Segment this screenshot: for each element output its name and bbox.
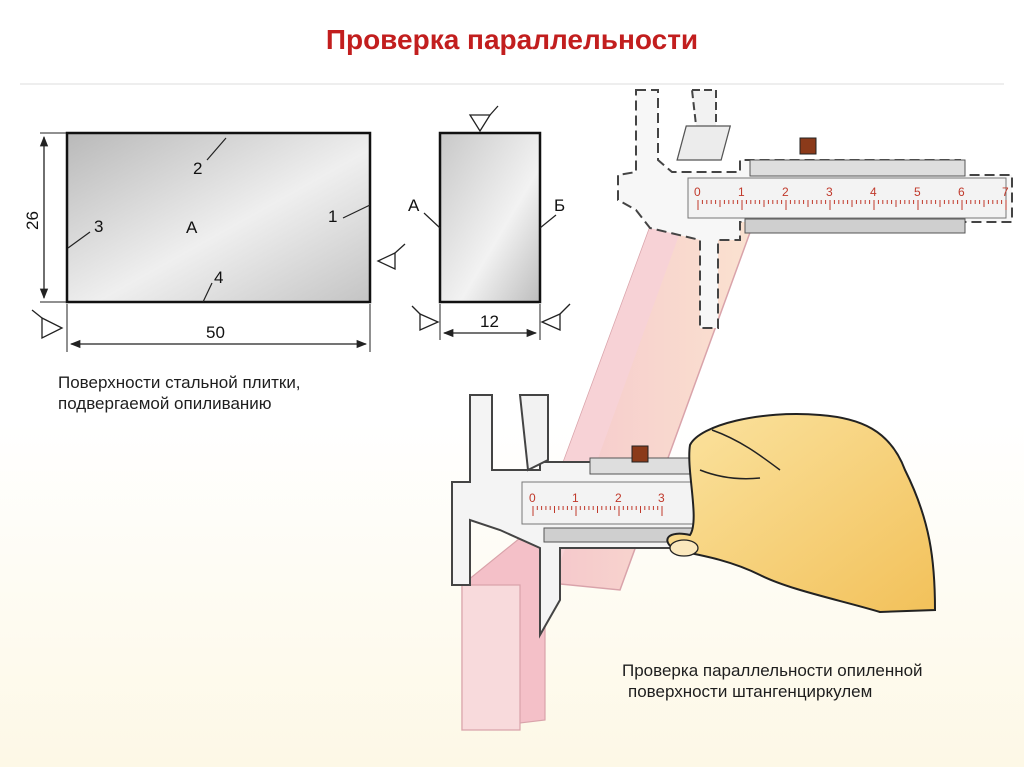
- edge-label-2: 2: [193, 159, 202, 178]
- caliper-upper-depth-block: [676, 125, 732, 161]
- side-label-a: А: [408, 196, 420, 215]
- caliper-upper-ticks: 0 1 2 3 4 5 6 7: [694, 185, 1009, 210]
- upper-scale-label: 5: [914, 185, 921, 199]
- caption-right-line1: Проверка параллельности опиленной: [622, 661, 923, 680]
- width-dimension-value: 50: [206, 323, 225, 342]
- slide-title: Проверка параллельности: [325, 24, 699, 55]
- lower-scale-label: 0: [529, 491, 536, 505]
- lower-scale-label: 3: [658, 491, 665, 505]
- surface-mark-icon: [540, 303, 571, 332]
- caption-left: Поверхности стальной плитки, подвергаемо…: [58, 372, 301, 414]
- upper-scale-label: 4: [870, 185, 877, 199]
- lower-scale-label: 1: [572, 491, 579, 505]
- caliper-upper-vernier: [744, 218, 966, 234]
- surface-mark-icon: [31, 309, 64, 340]
- caliper-upper-slider: [749, 159, 966, 177]
- side-view-plate: [438, 131, 542, 304]
- upper-scale-label: 2: [782, 185, 789, 199]
- hand-shape: [666, 413, 937, 614]
- lower-scale-label: 2: [615, 491, 622, 505]
- lock-screw-icon: [631, 445, 649, 463]
- leader-line-b: [539, 214, 557, 229]
- plate-face-label: А: [186, 218, 198, 237]
- upper-scale-label: 1: [738, 185, 745, 199]
- hand-illustration: [666, 413, 937, 614]
- caption-right-line2: поверхности штангенциркулем: [628, 682, 873, 701]
- upper-scale-label: 7: [1002, 185, 1009, 199]
- leader-line-2: [206, 137, 227, 161]
- side-width-dimension-value: 12: [480, 312, 499, 331]
- leader-line-a: [423, 212, 441, 229]
- caption-left-line1: Поверхности стальной плитки,: [58, 373, 301, 392]
- surface-mark-icon: [411, 305, 440, 332]
- finger-crease: [711, 429, 781, 471]
- upper-scale-label: 6: [958, 185, 965, 199]
- caliper-lower-jaw: [518, 394, 549, 472]
- steel-plate: [65, 131, 372, 304]
- caliper-lower-ticks: 0 1 2 3: [529, 491, 665, 516]
- steel-plate-front-view: 2 1 3 4 А 26 50: [23, 131, 406, 352]
- caliper-upper-scale-bar: [687, 177, 1007, 219]
- height-dimension-value: 26: [23, 211, 42, 230]
- workpiece-block-front: [461, 584, 521, 731]
- caliper-upper-position: 0 1 2 3 4 5 6 7: [617, 89, 1013, 329]
- finger-crease: [699, 469, 761, 480]
- edge-label-1: 1: [328, 207, 337, 226]
- upper-scale-label: 3: [826, 185, 833, 199]
- steel-plate-side-view: А Б 12: [408, 105, 571, 340]
- lock-screw-icon: [799, 137, 817, 155]
- surface-mark-icon: [468, 105, 499, 133]
- edge-label-3: 3: [94, 217, 103, 236]
- leader-line-4: [202, 282, 213, 303]
- side-label-b: Б: [554, 196, 565, 215]
- thumbnail: [669, 539, 699, 557]
- edge-label-4: 4: [214, 268, 223, 287]
- leader-line-3: [67, 231, 91, 249]
- leader-line-1: [342, 204, 371, 219]
- caption-left-line2: подвергаемой опиливанию: [58, 394, 272, 413]
- upper-scale-label: 0: [694, 185, 701, 199]
- caption-right: Проверка параллельности опиленной поверх…: [622, 660, 923, 702]
- surface-mark-icon: [376, 243, 406, 271]
